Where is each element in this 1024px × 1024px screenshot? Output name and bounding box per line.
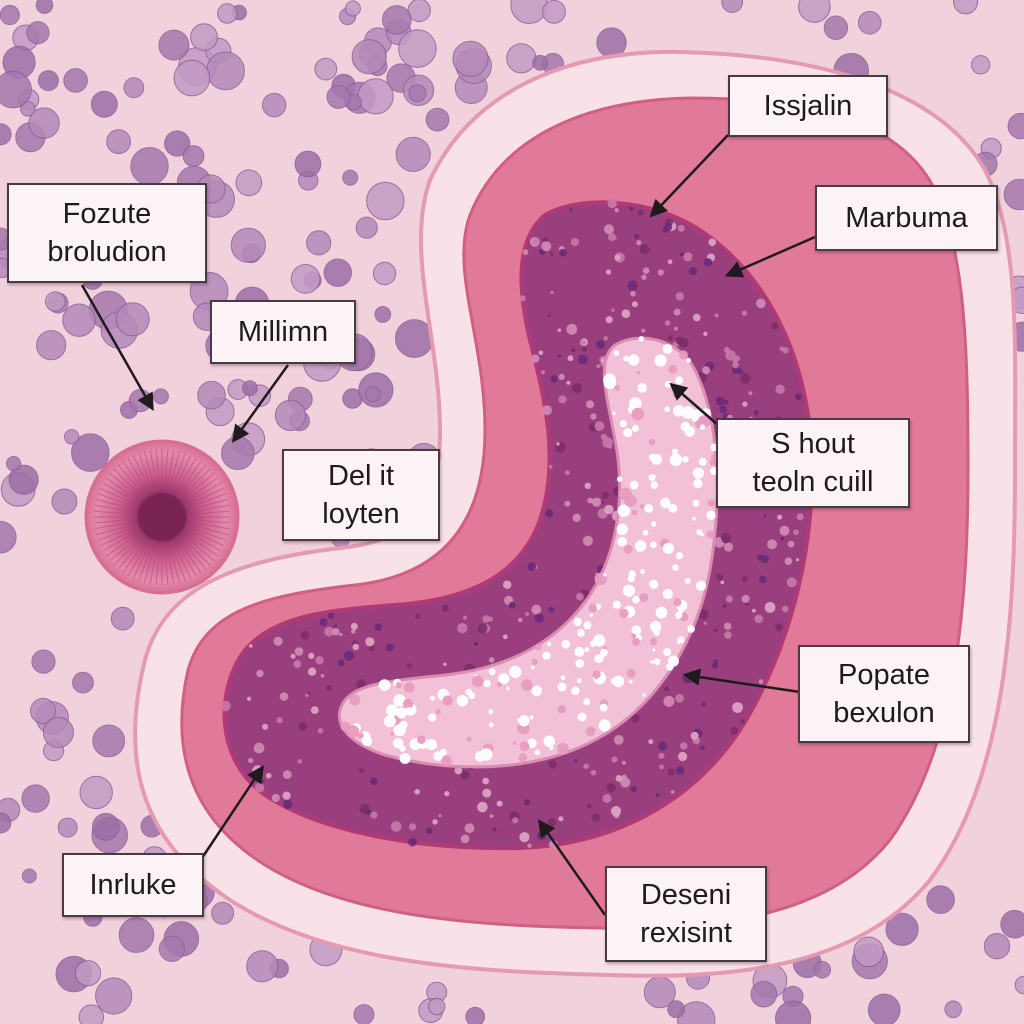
label-marbuma: Marbuma	[815, 185, 998, 251]
label-deseni-line1: Deseni	[640, 879, 732, 911]
arrow-fozute	[80, 284, 154, 412]
arrow-marbuma	[724, 235, 816, 278]
arrow-popate	[682, 668, 801, 694]
label-shout-line2: teoln cuill	[752, 466, 874, 498]
label-shout-teoln-cuill: S hout teoln cuill	[716, 418, 910, 508]
label-millimn-text: Millimn	[237, 316, 329, 348]
label-millimn: Millimn	[210, 300, 356, 364]
arrow-millimn	[231, 364, 290, 443]
arrow-inrluke	[200, 765, 264, 859]
label-marbuma-text: Marbuma	[845, 202, 968, 234]
arrow-issjalin	[649, 134, 729, 218]
label-popate-bexulon: Popate bexulon	[798, 645, 970, 743]
arrow-deseni	[537, 819, 607, 916]
lumen-particles	[340, 336, 721, 766]
arrow-shout	[669, 382, 719, 426]
label-del-it-loyten: Del it loyten	[282, 449, 440, 541]
label-del-line1: Del it	[327, 460, 395, 492]
label-fozute-broludion: Fozute broludion	[7, 183, 207, 283]
label-inrluke-text: Inrluke	[89, 869, 177, 901]
label-shout-line1: S hout	[771, 428, 855, 460]
label-issjalin-text: Issjalin	[763, 90, 853, 122]
label-deseni-line2: rexisint	[640, 917, 732, 949]
label-del-line2: loyten	[322, 498, 400, 530]
label-deseni-rexisint: Deseni rexisint	[605, 866, 767, 962]
label-fozute-line2: broludion	[47, 236, 167, 268]
follicle	[84, 439, 240, 595]
label-issjalin: Issjalin	[728, 75, 888, 137]
label-fozute-line1: Fozute	[62, 198, 152, 230]
label-inrluke: Inrluke	[62, 853, 204, 917]
label-popate-line1: Popate	[838, 659, 930, 691]
label-popate-line2: bexulon	[833, 697, 935, 729]
pointer-arrows	[80, 134, 816, 916]
